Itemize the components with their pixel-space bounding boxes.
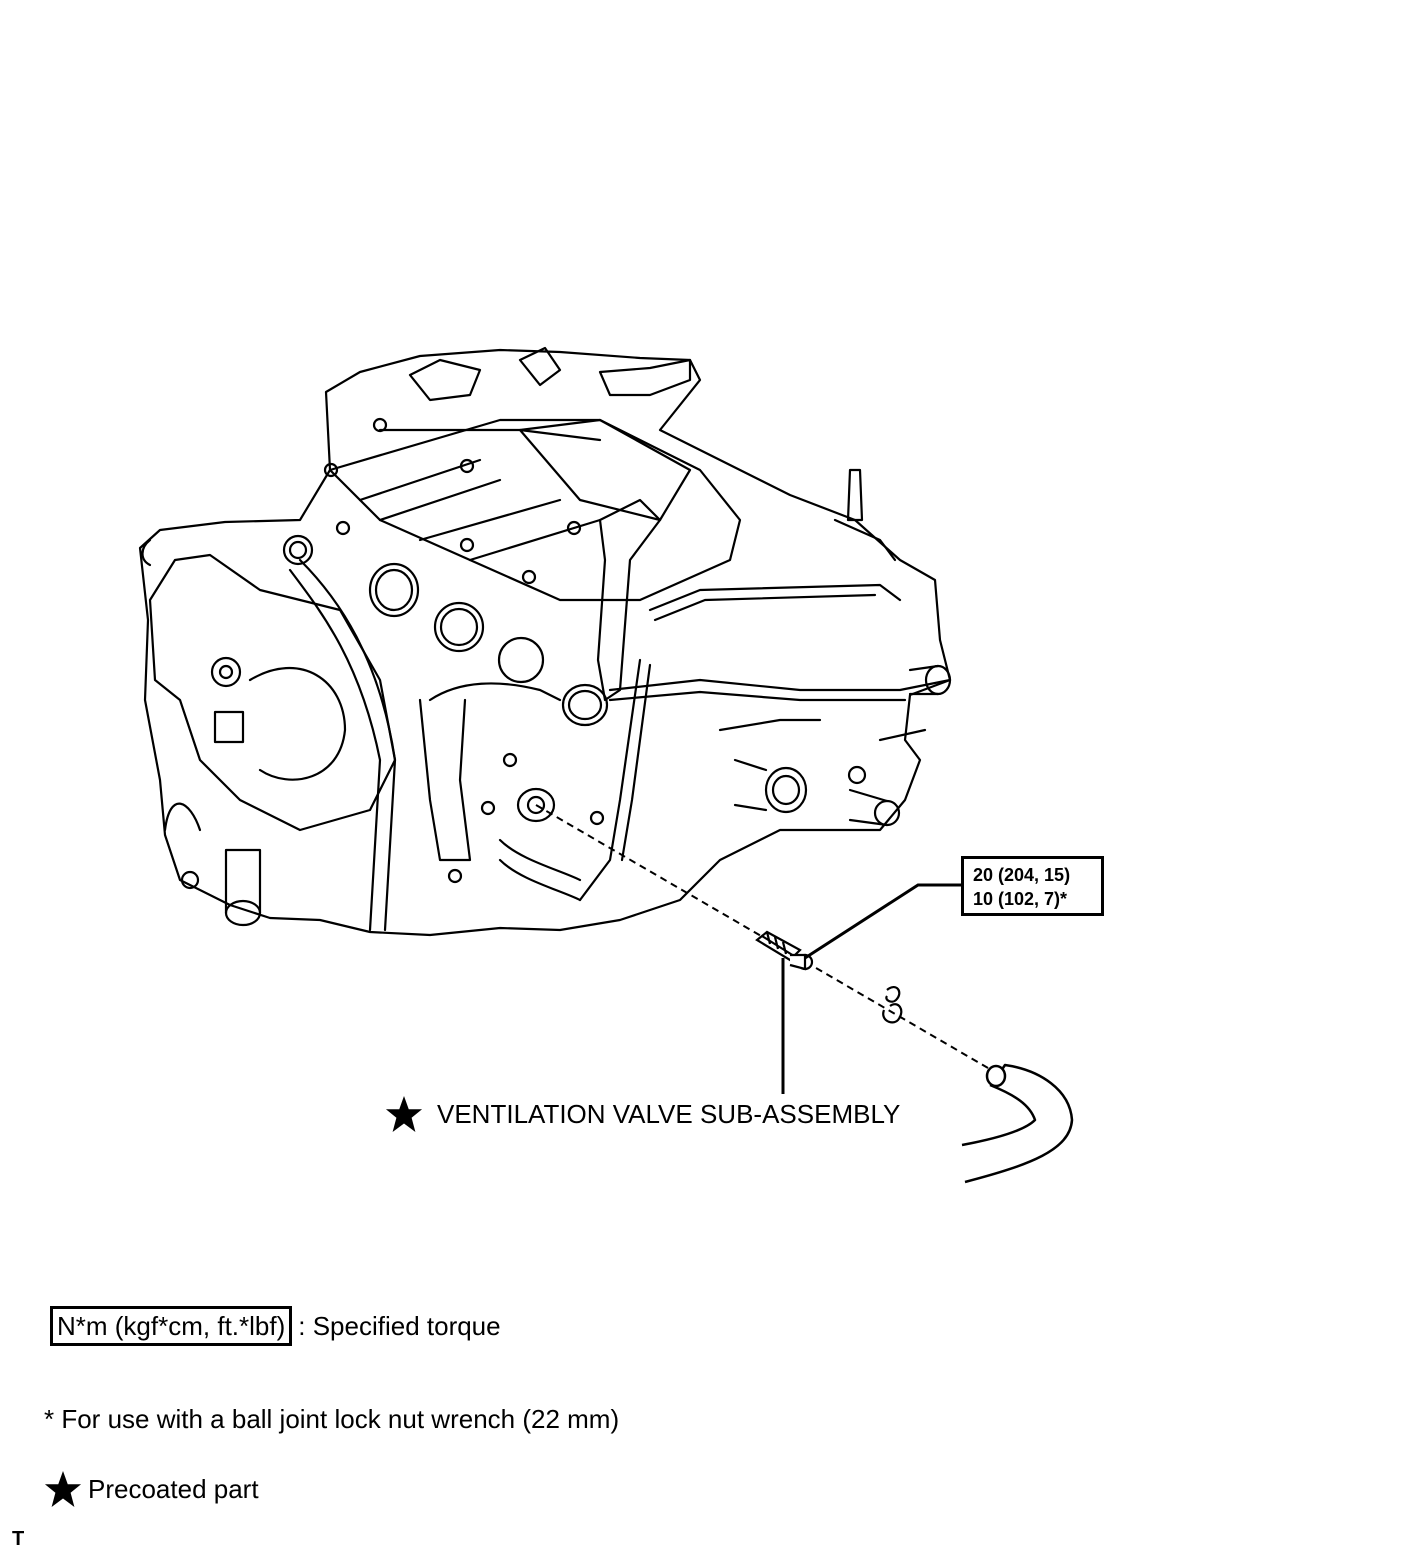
- legend-torque: N*m (kgf*cm, ft.*lbf) : Specified torque: [50, 1306, 501, 1346]
- corner-mark: T: [12, 1528, 25, 1550]
- footnote: * For use with a ball joint lock nut wre…: [44, 1404, 620, 1434]
- legend-torque-units: N*m (kgf*cm, ft.*lbf): [50, 1306, 293, 1346]
- engine-illustration: [138, 346, 952, 937]
- ventilation-hose: [961, 1063, 1074, 1184]
- ventilation-valve: [755, 930, 814, 971]
- star-icon: [385, 1095, 423, 1133]
- part-name: VENTILATION VALVE SUB-ASSEMBLY: [437, 1098, 901, 1129]
- legend-torque-description: : Specified torque: [298, 1310, 501, 1341]
- legend-precoat-label: Precoated part: [88, 1473, 259, 1504]
- legend-precoat: Precoated part: [44, 1470, 259, 1508]
- torque-callout: 20 (204, 15) 10 (102, 7)*: [961, 856, 1104, 916]
- torque-value-secondary: 10 (102, 7)*: [973, 889, 1068, 909]
- part-label: VENTILATION VALVE SUB-ASSEMBLY: [385, 1094, 900, 1134]
- torque-leader-line: [804, 883, 961, 960]
- star-icon: [44, 1470, 82, 1508]
- torque-value-primary: 20 (204, 15): [973, 865, 1071, 885]
- hose-clip: [882, 985, 903, 1024]
